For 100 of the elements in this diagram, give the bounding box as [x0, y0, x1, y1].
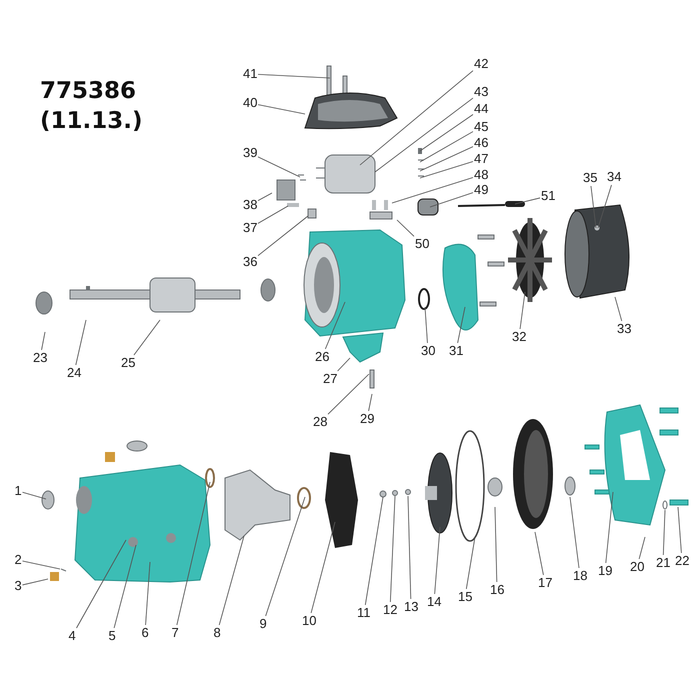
leader-line	[638, 536, 646, 560]
leader-line	[392, 177, 474, 204]
leader-line	[408, 496, 412, 600]
callout-number: 16	[490, 583, 504, 597]
callout-number: 30	[421, 344, 436, 358]
callout-number: 27	[323, 372, 338, 386]
leader-line	[176, 482, 210, 626]
leader-line	[310, 522, 336, 614]
leader-line	[75, 320, 86, 366]
callout-number: 19	[598, 564, 612, 578]
leader-line	[258, 206, 288, 224]
leader-line	[114, 544, 136, 628]
leader-line	[520, 292, 526, 330]
callout-number: 15	[458, 590, 472, 604]
callout-number: 14	[427, 595, 442, 609]
leader-line	[396, 220, 414, 237]
callout-number: 31	[449, 344, 464, 358]
callout-number: 32	[512, 330, 526, 344]
leader-line	[534, 532, 544, 576]
leader-line	[258, 156, 300, 178]
callout-number: 26	[315, 350, 330, 364]
callout-number: 25	[121, 356, 136, 370]
leader-line	[22, 560, 60, 570]
leader-line	[424, 306, 428, 344]
leader-line	[22, 492, 46, 500]
leader-line	[360, 70, 474, 166]
leader-line	[570, 496, 580, 568]
callout-number: 45	[474, 120, 488, 134]
callout-number: 10	[302, 614, 316, 628]
leader-line	[434, 526, 440, 594]
leader-line	[662, 510, 666, 556]
callout-number: 38	[243, 198, 258, 212]
callout-number: 51	[541, 189, 556, 203]
callout-number: 36	[243, 255, 258, 269]
callout-number: 43	[474, 85, 488, 99]
callout-number: 47	[474, 152, 488, 166]
callout-number: 2	[14, 553, 22, 567]
callout-number: 29	[360, 412, 374, 426]
callout-number: 12	[383, 603, 398, 617]
leader-line	[258, 192, 272, 202]
callout-number: 17	[538, 576, 552, 590]
callout-number: 8	[214, 626, 221, 640]
leader-line	[466, 536, 476, 590]
callout-number: 4	[68, 629, 76, 643]
callout-number: 39	[243, 146, 258, 160]
callout-number: 28	[313, 415, 328, 429]
callout-number: 24	[67, 366, 82, 380]
leader-line	[145, 562, 150, 626]
leader-line	[457, 306, 466, 344]
leader-line	[430, 192, 474, 208]
callout-number: 41	[243, 67, 258, 81]
callout-number: 7	[172, 626, 179, 640]
callout-number: 18	[573, 569, 588, 583]
callout-number: 50	[415, 237, 430, 251]
callout-number: 1	[14, 484, 22, 498]
leader-line	[420, 131, 474, 162]
callout-number: 11	[357, 606, 370, 620]
callout-number: 22	[675, 554, 690, 568]
leader-line	[258, 216, 308, 256]
leader-line	[368, 394, 372, 412]
callout-number: 42	[474, 57, 488, 71]
callout-number: 37	[243, 221, 258, 235]
leader-line	[364, 496, 384, 606]
leader-line	[420, 161, 474, 178]
leader-line	[598, 184, 612, 228]
callout-number: 44	[474, 102, 488, 116]
leader-line	[41, 332, 46, 350]
leader-line	[514, 198, 540, 204]
leader-line	[337, 358, 350, 372]
callout-number: 23	[33, 351, 48, 365]
leader-line	[258, 104, 306, 114]
leader-line	[328, 374, 370, 415]
leader-line	[22, 578, 48, 586]
leader-line	[494, 506, 498, 582]
callout-number: 3	[14, 579, 22, 593]
leader-line	[134, 320, 160, 356]
leader-line	[420, 114, 474, 152]
callout-number: 34	[607, 170, 622, 184]
callout-number: 13	[404, 600, 418, 614]
leader-line	[614, 296, 622, 322]
callout-number: 49	[474, 183, 488, 197]
callout-number: 5	[108, 629, 116, 643]
callout-number: 35	[583, 171, 598, 185]
callout-number: 21	[656, 556, 670, 570]
callout-number: 20	[630, 560, 644, 574]
leader-line	[390, 496, 396, 602]
leader-line	[678, 506, 682, 554]
callout-number: 46	[474, 136, 488, 150]
leader-line	[218, 536, 244, 626]
callout-number: 33	[617, 322, 632, 336]
callout-number: 40	[243, 96, 258, 110]
callout-number: 6	[142, 626, 149, 640]
callout-number: 9	[260, 617, 267, 631]
leader-line	[590, 186, 596, 228]
leader-line	[258, 74, 330, 78]
diagram-title: 775386 (11.13.)	[40, 77, 144, 136]
leader-line	[420, 146, 474, 172]
leader-line	[374, 98, 474, 172]
leader-line	[324, 302, 346, 350]
leader-line	[76, 540, 126, 628]
